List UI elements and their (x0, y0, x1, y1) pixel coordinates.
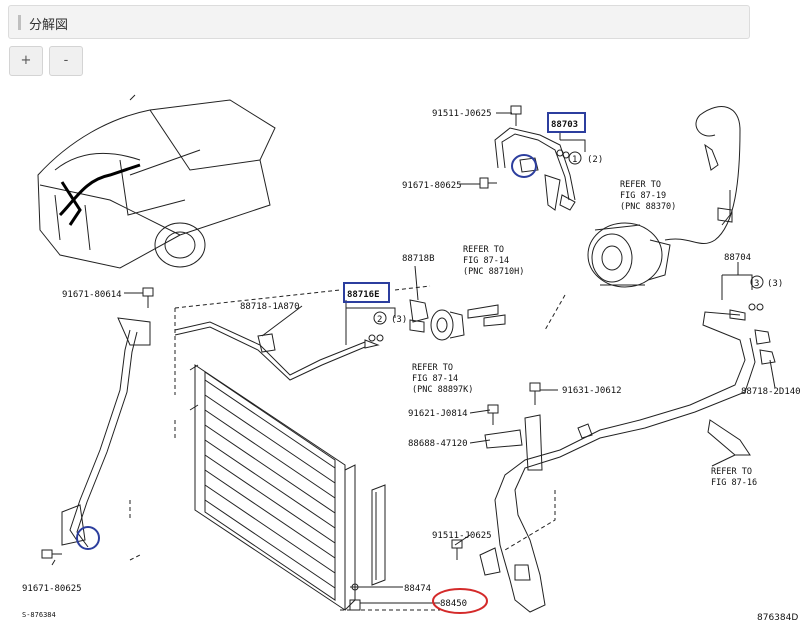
refer-note-4-line2: FIG 87-16 (711, 478, 757, 488)
part-label: 88718B (402, 254, 435, 264)
hose-88703 (494, 127, 576, 211)
part-label: 88688-47120 (408, 439, 468, 449)
refer-note-3-line1: REFER TO (412, 363, 453, 373)
highlight-circle-top (511, 154, 537, 178)
part-label: 88474 (404, 584, 431, 594)
page-title: 分解図 (29, 18, 69, 33)
qty-count: (2) (587, 155, 603, 165)
qty-count: (3) (767, 279, 783, 289)
part-label: 88718-2D140 (741, 387, 801, 397)
part-label-88450: 88450 (440, 599, 467, 609)
zoom-out-button[interactable]: - (49, 46, 83, 76)
hose-88716e (174, 321, 380, 381)
bolts (41, 105, 541, 560)
figure-code-right: 876384D (757, 613, 798, 623)
qty-circle-1 (568, 151, 582, 165)
refer-note-1-line3: (PNC 88370) (620, 202, 676, 212)
highlight-circle-88450 (432, 588, 488, 614)
qty-number: 1 (572, 155, 577, 165)
qty-circle-2 (373, 311, 387, 325)
condenser (189, 364, 386, 611)
part-label-88716e: 88716E (347, 290, 380, 300)
vehicle-location-sketch (37, 94, 276, 269)
compressor (587, 222, 671, 288)
page-header: 分解図 (8, 5, 750, 39)
leader-lines (51, 112, 776, 604)
refer-note-1-line1: REFER TO (620, 180, 661, 190)
highlight-box-88716e (343, 282, 390, 303)
qty-number: 3 (754, 279, 759, 289)
qty-number: 2 (377, 315, 382, 325)
refer-note-3-line2: FIG 87-14 (412, 374, 458, 384)
refer-note-2-line2: FIG 87-14 (463, 256, 509, 266)
highlight-circle-left (76, 526, 100, 550)
qty-count: (3) (391, 315, 407, 325)
qty-circle-3 (750, 275, 764, 289)
part-label: 91671-80625 (402, 181, 462, 191)
highlight-box-88703 (547, 112, 586, 133)
hose-88704 (479, 309, 756, 613)
part-label: 91631-J0612 (562, 386, 622, 396)
refer-note-4-line1: REFER TO (711, 467, 752, 477)
part-label: 91511-J0625 (432, 531, 492, 541)
part-label-88703: 88703 (551, 120, 578, 130)
part-label: 91671-80614 (62, 290, 122, 300)
figure-code-left: S-876384 (22, 611, 56, 619)
part-label: 91671-80625 (22, 584, 82, 594)
part-label: 91621-J0814 (408, 409, 468, 419)
part-label: 88704 (724, 253, 751, 263)
part-label: 88718-1A870 (240, 302, 300, 312)
refer-note-1-line2: FIG 87-19 (620, 191, 666, 201)
refer-note-2-line1: REFER TO (463, 245, 504, 255)
o-rings (351, 149, 764, 591)
refer-note-2-line3: (PNC 88710H) (463, 267, 524, 277)
liquid-pipe (61, 317, 151, 548)
exploded-parts-diagram: 91511-J0625 88703 91671-80625 88718B 916… (22, 94, 801, 623)
zoom-in-button[interactable]: + (9, 46, 43, 76)
refer-note-3-line3: (PNC 88897K) (412, 385, 473, 395)
part-label: 91511-J0625 (432, 109, 492, 119)
header-accent-bar (18, 15, 21, 30)
wire-harness (664, 106, 741, 245)
fittings (257, 157, 776, 611)
